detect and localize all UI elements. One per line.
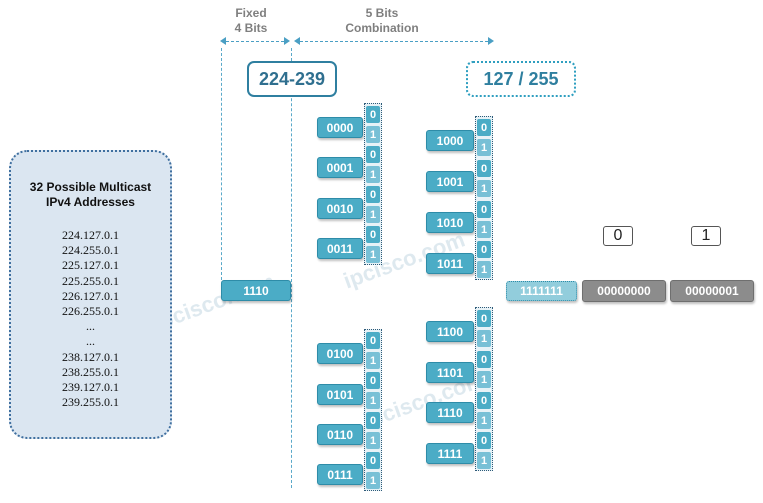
list-item: 224.127.0.1 [62,228,119,242]
list-item: ... [86,319,95,334]
list-item: 239.127.0.1 [62,380,119,395]
list-title-line1: 32 Possible Multicast [29,180,152,194]
bit-1: 1 [477,261,491,278]
bit-0: 0 [477,160,491,177]
bit-0: 0 [366,106,380,123]
fixed-bits-1110: 1110 [221,280,291,301]
list-item: 224.255.0.1 [62,243,119,258]
bit-1: 1 [477,139,491,156]
fixed-label-line1: Fixed [235,6,267,20]
bit-0: 0 [477,119,491,136]
combo-0111: 0111 [317,464,363,485]
bit-1: 1 [477,330,491,347]
tail-zeros-00000000: 00000000 [582,280,666,302]
combo-1010: 1010 [426,212,474,233]
list-item: ... [86,334,95,349]
combo-0101: 0101 [317,384,363,405]
bit-0: 0 [477,241,491,258]
list-item: 226.127.0.1 [62,288,119,303]
list-title-line2: IPv4 Addresses [46,195,135,209]
combo-0000: 0000 [317,117,363,138]
fixed-arrow-left [220,37,226,45]
combo-0100: 0100 [317,343,363,364]
bit-1: 1 [366,166,380,183]
range-box-127-255: 127 / 255 [466,61,576,97]
selector-box-1: 1 [691,226,721,246]
combination-dimension-line [300,41,488,42]
combo-1100: 1100 [426,321,474,342]
bit-0: 0 [366,372,380,389]
combo-0110: 0110 [317,424,363,445]
combination-arrow-right [488,37,494,45]
list-item: 238.127.0.1 [62,349,119,364]
combo-1001: 1001 [426,171,474,192]
tail-last-00000001: 00000001 [670,280,754,302]
combo-1011: 1011 [426,253,474,274]
bit-1: 1 [366,352,380,369]
bit-0: 0 [366,452,380,469]
range-box-224-239: 224-239 [247,61,337,97]
fixed-dimension-line [226,41,284,42]
combo-0011: 0011 [317,238,363,259]
bit-1: 1 [366,206,380,223]
guide-line-left [221,48,222,280]
bit-1: 1 [477,180,491,197]
combo-1101: 1101 [426,362,474,383]
combo-0010: 0010 [317,198,363,219]
bit-0: 0 [477,432,491,449]
fixed-arrow-right [284,37,290,45]
combo-1111: 1111 [426,443,474,464]
bit-0: 0 [477,310,491,327]
selector-box-0: 0 [603,226,633,246]
bit-0: 0 [366,412,380,429]
bit-0: 0 [477,392,491,409]
list-item: 226.255.0.1 [62,304,119,319]
bit-1: 1 [366,392,380,409]
combo-1000: 1000 [426,130,474,151]
bit-1: 1 [477,371,491,388]
bit-0: 0 [366,332,380,349]
bit-1: 1 [477,221,491,238]
bit-0: 0 [366,146,380,163]
list-item: 239.255.0.1 [62,395,119,410]
combination-bits-label: 5 Bits Combination [330,6,434,36]
fixed-bits-label: Fixed 4 Bits [222,6,280,36]
bit-1: 1 [366,472,380,489]
bit-1: 1 [366,432,380,449]
bit-0: 0 [477,351,491,368]
list-item: 225.255.0.1 [62,273,119,288]
bit-column-group-d: 0 1 0 1 0 1 0 1 [475,307,493,471]
list-item: 238.255.0.1 [62,364,119,379]
bit-0: 0 [477,201,491,218]
bit-column-group-a: 0 1 0 1 0 1 0 1 [364,103,382,265]
list-item: 225.127.0.1 [62,258,119,273]
combo-1110: 1110 [426,402,474,423]
bit-1: 1 [366,126,380,143]
bit-column-group-c: 0 1 0 1 0 1 0 1 [475,116,493,280]
guide-line-right [291,48,292,488]
bit-1: 1 [477,452,491,469]
bit-1: 1 [366,246,380,263]
bit-0: 0 [366,226,380,243]
bit-0: 0 [366,186,380,203]
bit-column-group-b: 0 1 0 1 0 1 0 1 [364,329,382,491]
multicast-address-list: 32 Possible Multicast IPv4 Addresses 224… [9,150,172,439]
combo-0001: 0001 [317,157,363,178]
fixed-label-line2: 4 Bits [234,21,268,35]
combo-label-line2: Combination [345,21,419,35]
bit-1: 1 [477,412,491,429]
combination-arrow-left [294,37,300,45]
combo-label-line1: 5 Bits [365,6,399,20]
tail-ones-1111111: 1111111 [506,281,577,301]
